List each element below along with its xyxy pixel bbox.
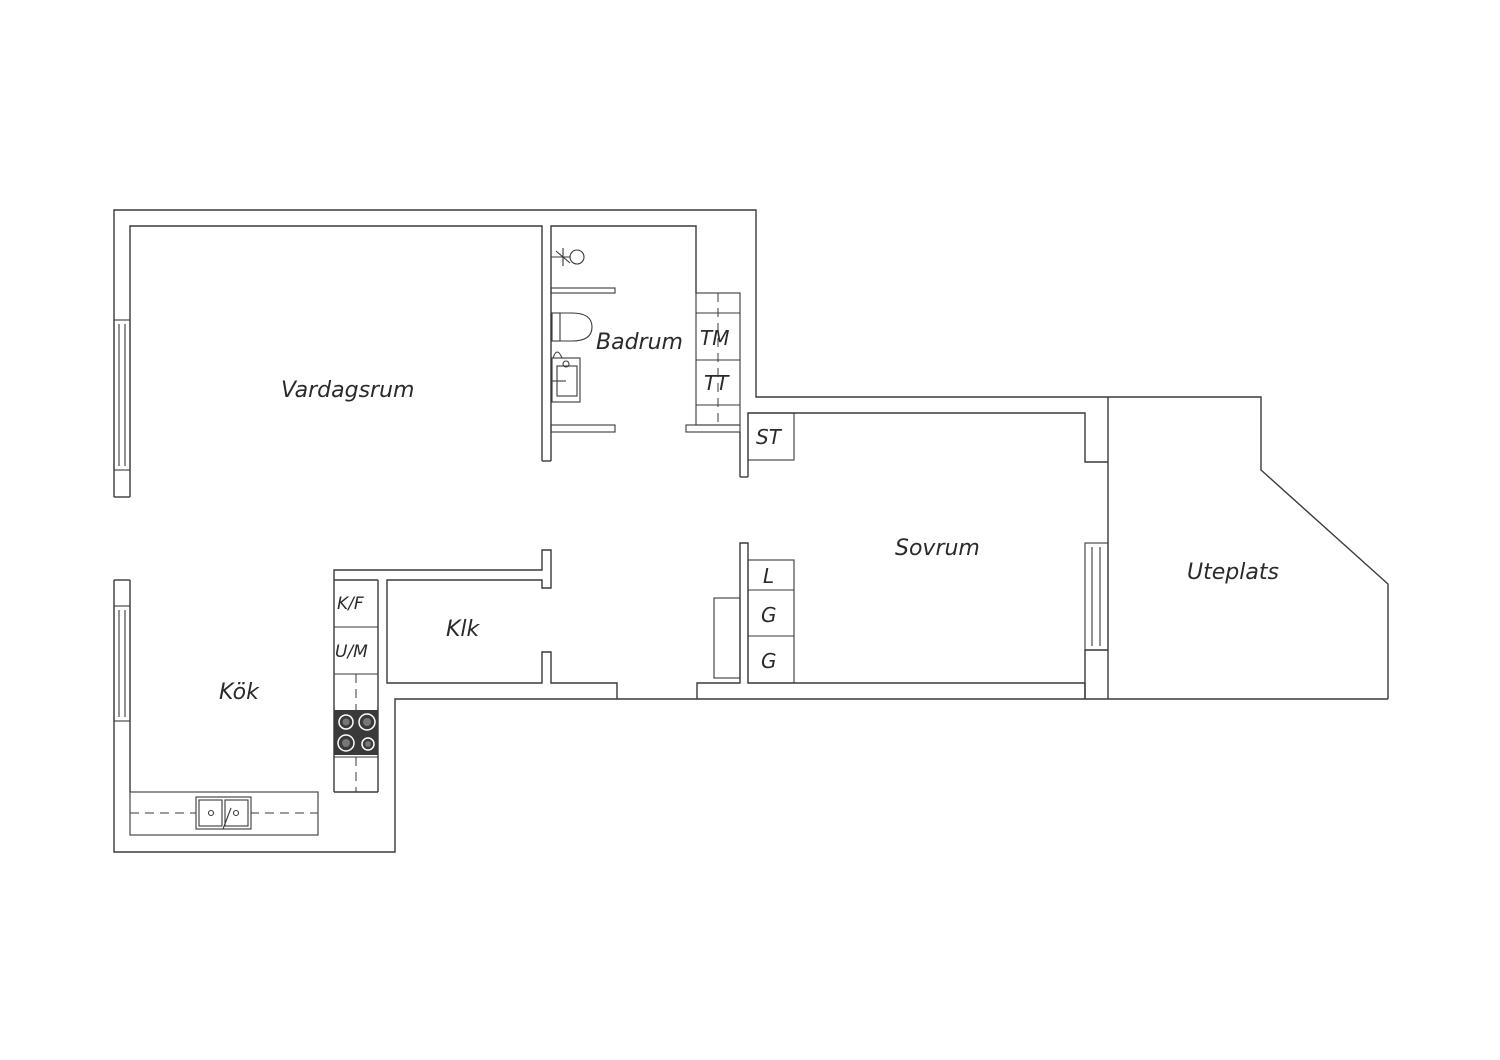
window-bedroom [1084,542,1109,651]
storage-cabinet [747,412,795,461]
fixture-label-tt: TT [704,371,730,395]
sink-icon [551,351,581,403]
fixture-label-tm: TM [700,326,729,350]
fixture-label-st: ST [756,425,783,449]
window-living-room [113,319,131,471]
room-label-sovrum: Sovrum [895,536,980,561]
toilet-icon [550,312,593,342]
fixture-label-l: L [763,564,774,588]
room-label-vardagsrum: Vardagsrum [281,378,414,403]
kitchen-sink-icon [195,796,252,830]
fixture-label-kf: K/F [337,594,364,614]
window-kitchen [113,605,131,722]
bedroom-walls [696,542,1085,699]
patio-outline [1108,396,1389,699]
bathroom-walls [542,225,741,462]
room-label-klk: Klk [446,617,481,642]
fixture-label-um: U/M [335,642,368,662]
laundry-cabinet [695,292,741,426]
fixture-label-g1: G [761,603,777,627]
room-label-badrum: Badrum [596,330,683,355]
wardrobe-cabinets [747,559,795,684]
room-label-kok: Kök [219,680,260,705]
stove-icon [334,710,378,755]
kitchen-walls [333,549,618,793]
shower-icon [551,248,585,266]
outer-walls [113,209,1388,853]
fixture-label-g2: G [761,649,777,673]
room-label-uteplats: Uteplats [1187,560,1279,585]
kitchen-cabinets [334,626,378,792]
